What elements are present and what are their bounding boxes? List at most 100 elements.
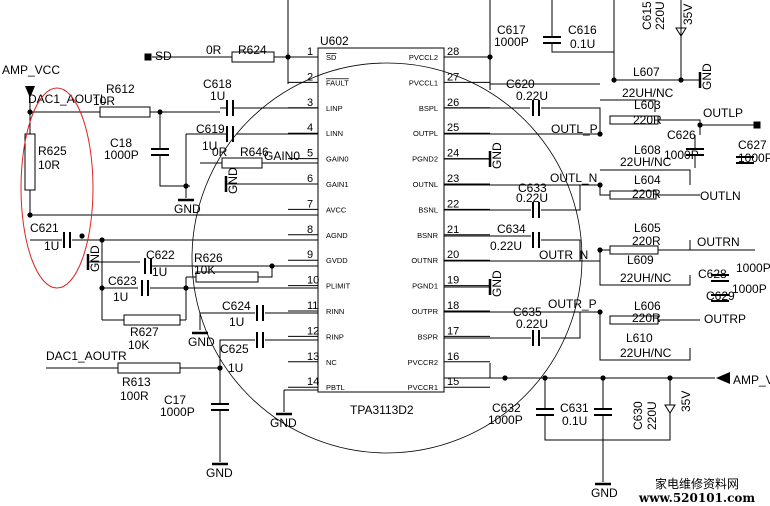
- wire: [258, 266, 273, 278]
- components: [24, 27, 754, 486]
- pin-name: BSNR: [417, 231, 438, 240]
- junction-dot: [27, 109, 33, 115]
- pin-name: LINN: [326, 129, 343, 138]
- resistor-r624: [231, 51, 275, 63]
- c634-value: 0.22U: [490, 239, 522, 253]
- c619-ref: C619: [196, 122, 225, 136]
- ic-body: [317, 47, 445, 393]
- r625-value: 10R: [38, 158, 60, 172]
- l606-value: 220R: [632, 311, 661, 325]
- pin-name: PVCCL2: [409, 53, 438, 62]
- inductor-l605: [609, 245, 659, 255]
- c632-value: 1000P: [488, 413, 523, 427]
- ground-label: GND: [188, 335, 215, 349]
- pin-number: 7: [307, 198, 313, 210]
- r612-ref: R612: [106, 82, 135, 96]
- junction-dot: [597, 131, 603, 137]
- wire: [658, 119, 701, 135]
- c622-value: 1U: [152, 265, 167, 279]
- r626-ref: R626: [194, 251, 223, 265]
- cap-gap: [142, 280, 148, 296]
- junction-dot: [697, 122, 703, 128]
- l609-ref: L609: [627, 253, 654, 267]
- inductor-l603: [609, 115, 659, 125]
- c615-polarity: [675, 27, 687, 37]
- ground-label: GND: [490, 142, 504, 169]
- pin-name: PGND1: [412, 282, 438, 291]
- wire: [541, 107, 601, 134]
- pin-number: 5: [307, 148, 313, 160]
- junction-dot: [157, 109, 163, 115]
- pin-number: 6: [307, 173, 313, 185]
- r613-ref: R613: [122, 375, 151, 389]
- net-label-outl-n: OUTL_N: [550, 171, 597, 185]
- watermark-line1: 家电维修资料网: [655, 476, 739, 491]
- wire: [551, 43, 614, 53]
- c628-value: 1000P: [736, 261, 770, 275]
- c623-value: 1U: [113, 290, 128, 304]
- junction-dot: [27, 212, 33, 218]
- r624-value: 0R: [206, 43, 222, 57]
- pin-number: 16: [447, 351, 459, 363]
- c621-value: 1U: [44, 239, 59, 253]
- pin-number: 28: [447, 46, 459, 58]
- r646-value: 0R: [212, 145, 228, 159]
- cap-gap: [594, 409, 612, 415]
- junction-dot: [487, 54, 493, 60]
- pin-number: 14: [307, 376, 319, 388]
- junction-dot: [217, 365, 223, 371]
- wire: [159, 155, 190, 187]
- net-label-outrn: OUTRN: [697, 235, 740, 249]
- wire: [603, 413, 671, 441]
- pin-number: 25: [447, 122, 459, 134]
- pin-name: PVCCR1: [408, 383, 438, 392]
- watermark-line2: www.520101.com: [638, 491, 756, 505]
- cap-gap: [536, 409, 554, 415]
- pin-name: OUTNL: [413, 180, 438, 189]
- junction-dot: [285, 54, 291, 60]
- c618-value: 1U: [210, 89, 225, 103]
- c619-value: 1U: [202, 139, 217, 153]
- inductor-l604: [609, 190, 657, 200]
- cap-gap: [227, 126, 233, 142]
- highlight-circle: [191, 62, 583, 454]
- r646-ref: R646: [240, 145, 269, 159]
- junction-dot: [667, 375, 673, 381]
- c615-ref: C615: [640, 1, 654, 30]
- junction-dot: [542, 375, 548, 381]
- pin-name: BSPL: [419, 104, 438, 113]
- junction-dot: [678, 77, 684, 83]
- r627-value: 10K: [128, 338, 149, 352]
- pin-number: 9: [307, 249, 313, 261]
- junction-dot: [600, 375, 606, 381]
- pin-name: AVCC: [326, 205, 347, 214]
- cap-gap: [533, 202, 539, 218]
- junctions: [27, 53, 761, 381]
- c629-ref: C629: [706, 289, 735, 303]
- l605-value: 220R: [632, 234, 661, 248]
- c625-value: 1U: [228, 361, 243, 375]
- ic-part: TPA3113D2: [350, 403, 414, 417]
- pin-name: AGND: [326, 231, 348, 240]
- r627-ref: R627: [130, 325, 159, 339]
- c616-value: 0.1U: [570, 37, 595, 51]
- cap-gap: [543, 37, 561, 43]
- c617-ref: C617: [497, 23, 526, 37]
- pin-number: 27: [447, 71, 459, 83]
- cap-gap: [64, 232, 70, 248]
- c631-value: 0.1U: [562, 414, 587, 428]
- c630-voltage: 35V: [679, 391, 693, 412]
- c615-voltage: 35V: [681, 4, 695, 25]
- net-label-amp-vcc: AMP_VCC: [2, 63, 60, 77]
- c629-value: 1000P: [732, 282, 767, 296]
- c624-ref: C624: [222, 299, 251, 313]
- pin-name: PVCCL1: [409, 78, 438, 87]
- ground-label: GND: [490, 270, 504, 297]
- c623-ref: C623: [108, 274, 137, 288]
- c630-polarity: [664, 404, 676, 414]
- resistor-r613: [117, 362, 181, 374]
- resistor-r627: [123, 314, 181, 326]
- cap-gap: [257, 305, 263, 321]
